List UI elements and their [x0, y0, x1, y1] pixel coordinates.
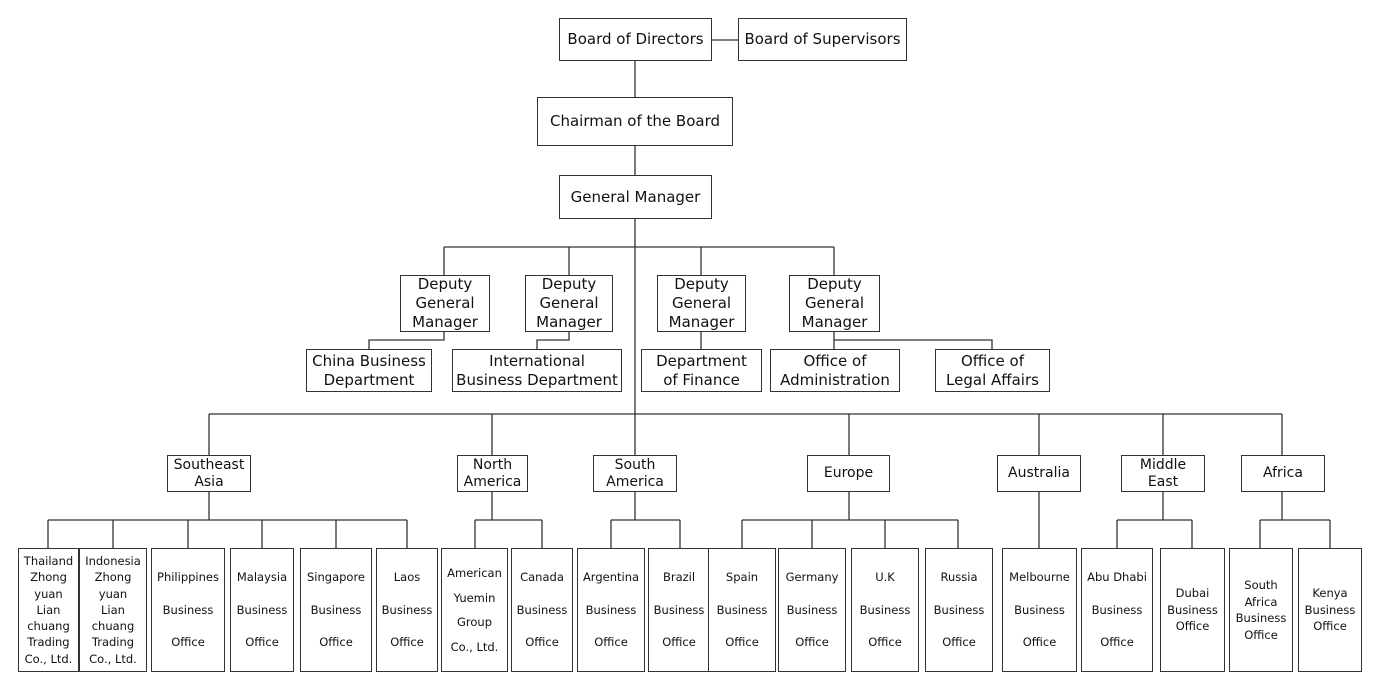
- office-malaysia-box: Malaysia Business Office: [230, 548, 294, 672]
- region-africa-box: Africa: [1241, 455, 1325, 492]
- office-uk-box: U.K Business Office: [851, 548, 919, 672]
- international-business-dept-box: International Business Department: [452, 349, 622, 392]
- deputy-gm-3-box: Deputy General Manager: [657, 275, 746, 332]
- china-business-dept-box: China Business Department: [306, 349, 432, 392]
- office-brazil-box: Brazil Business Office: [648, 548, 710, 672]
- deputy-gm-4-box: Deputy General Manager: [789, 275, 880, 332]
- general-manager-box: General Manager: [559, 175, 712, 219]
- administration-office-box: Office of Administration: [770, 349, 900, 392]
- deputy-gm-2-box: Deputy General Manager: [525, 275, 613, 332]
- region-middle-east-box: Middle East: [1121, 455, 1205, 492]
- office-philippines-box: Philippines Business Office: [151, 548, 225, 672]
- office-melbourne-box: Melbourne Business Office: [1002, 548, 1077, 672]
- finance-dept-box: Department of Finance: [641, 349, 762, 392]
- office-russia-box: Russia Business Office: [925, 548, 993, 672]
- legal-affairs-office-box: Office of Legal Affairs: [935, 349, 1050, 392]
- office-germany-box: Germany Business Office: [778, 548, 846, 672]
- office-laos-box: Laos Business Office: [376, 548, 438, 672]
- board-of-supervisors-box: Board of Supervisors: [738, 18, 907, 61]
- office-dubai-box: Dubai Business Office: [1160, 548, 1225, 672]
- deputy-gm-1-box: Deputy General Manager: [400, 275, 490, 332]
- chairman-box: Chairman of the Board: [537, 97, 733, 146]
- region-south-america-box: South America: [593, 455, 677, 492]
- office-american-yuemin-box: American Yuemin Group Co., Ltd.: [441, 548, 508, 672]
- region-north-america-box: North America: [457, 455, 528, 492]
- board-of-directors-box: Board of Directors: [559, 18, 712, 61]
- region-europe-box: Europe: [807, 455, 890, 492]
- region-southeast-asia-box: Southeast Asia: [167, 455, 251, 492]
- office-thailand-box: Thailand Zhong yuan Lian chuang Trading …: [18, 548, 79, 672]
- office-indonesia-box: Indonesia Zhong yuan Lian chuang Trading…: [79, 548, 147, 672]
- region-australia-box: Australia: [997, 455, 1081, 492]
- office-spain-box: Spain Business Office: [708, 548, 776, 672]
- office-south-africa-box: South Africa Business Office: [1229, 548, 1293, 672]
- office-singapore-box: Singapore Business Office: [300, 548, 372, 672]
- office-argentina-box: Argentina Business Office: [577, 548, 645, 672]
- office-canada-box: Canada Business Office: [511, 548, 573, 672]
- office-kenya-box: Kenya Business Office: [1298, 548, 1362, 672]
- office-abu-dhabi-box: Abu Dhabi Business Office: [1081, 548, 1153, 672]
